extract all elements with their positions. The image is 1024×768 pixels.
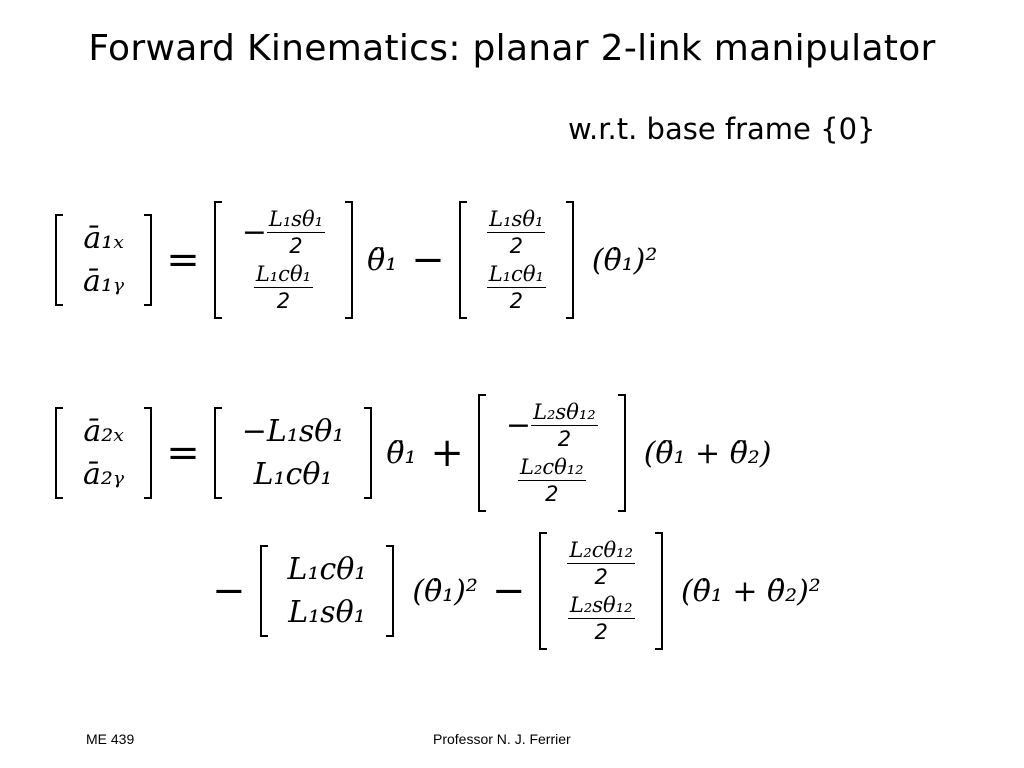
fraction-numerator: L₁cθ₁ <box>253 262 313 288</box>
bracket-right <box>364 407 373 499</box>
eq1-term2-factor: (θ̇₁)² <box>591 242 658 278</box>
eq2-term4-factor: (θ̇₁ + θ̇₂)² <box>681 573 821 609</box>
bracket-left <box>213 407 222 499</box>
eq1-term2-top-fraction: L₁sθ₁ 2 <box>487 207 546 258</box>
fraction-numerator: L₁sθ₁ <box>266 207 326 233</box>
eq1-term2-vector: L₁sθ₁ 2 L₁cθ₁ 2 <box>458 201 574 319</box>
eq2-term2-top-sign: − <box>505 408 532 443</box>
fraction-numerator: L₁sθ₁ <box>487 207 546 233</box>
fraction-denominator: 2 <box>545 482 559 506</box>
bracket-left <box>55 214 63 306</box>
fraction-denominator: 2 <box>289 234 303 258</box>
eq2-op2: − <box>491 568 526 614</box>
eq1-term1-factor: θ̈₁ <box>367 242 398 278</box>
eq1-equals: = <box>166 237 200 283</box>
eq2-op1: + <box>430 430 464 476</box>
fraction-numerator: L₁cθ₁ <box>486 262 546 288</box>
eq1-term1-top-sign: − <box>241 215 267 250</box>
eq1-op1: − <box>411 237 445 283</box>
eq1-term1-vector: − L₁sθ₁ 2 L₁cθ₁ 2 <box>213 201 354 319</box>
bracket-left <box>539 532 548 650</box>
eq1-term1-top-fraction: L₁sθ₁ 2 <box>266 207 326 258</box>
fraction-denominator: 2 <box>557 427 572 451</box>
eq2-term1-top: −L₁sθ₁ <box>241 414 345 449</box>
eq2-term1-bottom: L₁cθ₁ <box>253 457 333 492</box>
bracket-left <box>477 394 486 512</box>
eq2-term3-vector: L₁cθ₁ L₁sθ₁ <box>259 545 395 637</box>
fraction-denominator: 2 <box>276 289 291 313</box>
bracket-left <box>259 545 268 637</box>
eq1-lhs-vector: ā₁ₓ ā₁ᵧ <box>55 214 153 306</box>
eq1-lhs-x: ā₁ₓ <box>83 221 124 256</box>
equation-2-line-2: − L₁cθ₁ L₁sθ₁ (θ̇₁)² − L₂cθ₁₂ 2 L₂sθ₁₂ 2 <box>212 530 821 652</box>
fraction-denominator: 2 <box>509 289 523 313</box>
bracket-right <box>655 532 664 650</box>
eq2-term2-factor: (θ̈₁ + θ̈₂) <box>643 435 772 471</box>
fraction-numerator: L₂cθ₁₂ <box>518 455 586 481</box>
eq1-term2-bottom-fraction: L₁cθ₁ 2 <box>486 262 546 313</box>
bracket-right <box>144 407 153 499</box>
eq1-lhs-y: ā₁ᵧ <box>83 264 125 299</box>
fraction-numerator: L₂sθ₁₂ <box>531 400 598 426</box>
eq2-term2-vector: − L₂sθ₁₂ 2 L₂cθ₁₂ 2 <box>477 394 626 512</box>
eq2-equals: = <box>166 430 200 476</box>
eq2-lhs-x: ā₂ₓ <box>83 414 124 449</box>
fraction-denominator: 2 <box>509 234 523 258</box>
fraction-denominator: 2 <box>594 620 608 644</box>
bracket-left <box>213 201 222 319</box>
eq2-term2-top-fraction: L₂sθ₁₂ 2 <box>531 400 598 451</box>
bracket-right <box>345 201 354 319</box>
slide-subtitle: w.r.t. base frame {0} <box>568 112 876 146</box>
bracket-left <box>55 407 63 499</box>
eq2-term4-vector: L₂cθ₁₂ 2 L₂sθ₁₂ 2 <box>539 532 664 650</box>
bracket-right <box>617 394 626 512</box>
eq2-term1-factor: θ̈₁ <box>386 435 417 471</box>
bracket-right <box>386 545 395 637</box>
fraction-numerator: L₂sθ₁₂ <box>567 593 635 619</box>
footer-instructor: Professor N. J. Ferrier <box>433 731 571 747</box>
eq2-lead-op: − <box>212 568 246 614</box>
eq2-term2-bottom-fraction: L₂cθ₁₂ 2 <box>518 455 586 506</box>
bracket-left <box>458 201 467 319</box>
slide-title: Forward Kinematics: planar 2-link manipu… <box>88 28 936 69</box>
fraction-numerator: L₂cθ₁₂ <box>567 538 636 564</box>
footer-course: ME 439 <box>86 731 135 747</box>
eq2-term3-bottom: L₁sθ₁ <box>288 595 366 630</box>
equation-1: ā₁ₓ ā₁ᵧ = − L₁sθ₁ 2 L₁cθ₁ 2 θ̈₁ − <box>55 200 657 320</box>
equation-2-line-1: ā₂ₓ ā₂ᵧ = −L₁sθ₁ L₁cθ₁ θ̈₁ + − L₂sθ₁₂ 2 <box>55 392 771 514</box>
bracket-right <box>565 201 574 319</box>
eq1-term1-bottom-fraction: L₁cθ₁ 2 <box>253 262 313 313</box>
eq2-term3-top: L₁cθ₁ <box>287 552 367 587</box>
bracket-right <box>144 214 153 306</box>
eq2-lhs-vector: ā₂ₓ ā₂ᵧ <box>55 407 153 499</box>
eq2-term4-bottom-fraction: L₂sθ₁₂ 2 <box>567 593 635 644</box>
eq2-term3-factor: (θ̇₁)² <box>412 573 478 609</box>
eq2-term4-top-fraction: L₂cθ₁₂ 2 <box>567 538 636 589</box>
fraction-denominator: 2 <box>594 565 608 589</box>
eq2-lhs-y: ā₂ᵧ <box>83 457 125 492</box>
eq2-term1-vector: −L₁sθ₁ L₁cθ₁ <box>213 407 373 499</box>
